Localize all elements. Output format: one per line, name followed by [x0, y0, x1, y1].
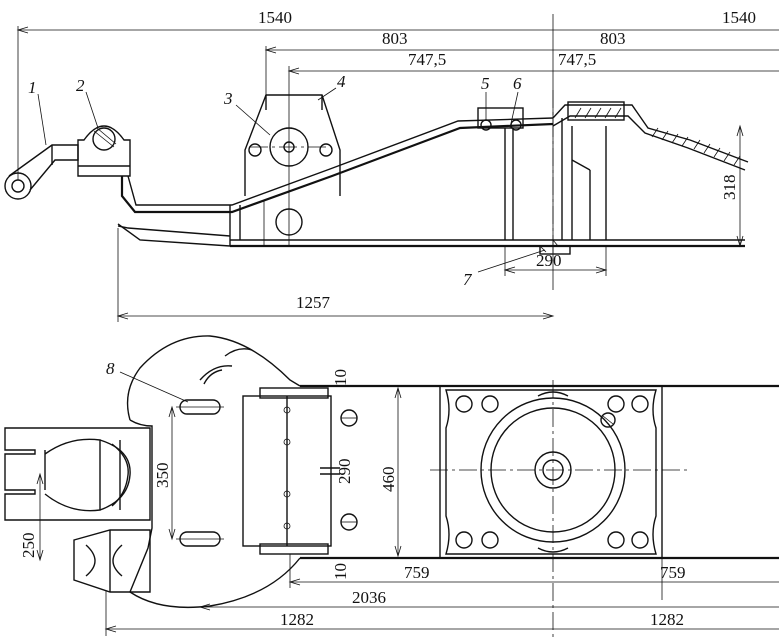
dim-10-bottom: 10 — [331, 563, 350, 580]
dim-290-bottom-line — [503, 246, 608, 276]
callout-6: 6 — [513, 74, 522, 93]
frame-member — [117, 117, 745, 248]
center-plate — [439, 385, 663, 559]
dim-1257: 1257 — [296, 293, 331, 312]
callout-7: 7 — [463, 270, 473, 289]
dim-2036: 2036 — [352, 588, 386, 607]
dim-1282-line — [104, 590, 779, 636]
leader-7 — [477, 249, 546, 273]
plan-view: 8 350 250 — [4, 335, 779, 640]
leader-6 — [509, 91, 519, 129]
dim-759-line — [288, 554, 779, 588]
callout-2: 2 — [76, 76, 85, 95]
dim-1540-left: 1540 — [258, 8, 292, 27]
dim-290-bottom: 290 — [536, 251, 562, 270]
hatching-pivot — [539, 107, 741, 253]
dim-318-line — [736, 124, 744, 248]
dim-747-left: 747,5 — [408, 50, 446, 69]
crossmember — [242, 387, 340, 555]
head-outline — [126, 335, 301, 609]
dim-759-left: 759 — [404, 563, 430, 582]
leader-1 — [37, 93, 47, 146]
slot-holes — [176, 399, 224, 547]
callout-1: 1 — [28, 78, 37, 97]
dim-290-mid: 290 — [335, 459, 354, 485]
callout-4: 4 — [337, 72, 346, 91]
dim-250-line — [36, 472, 44, 562]
clevis — [77, 125, 131, 177]
leader-2 — [85, 91, 99, 129]
dim-460: 460 — [379, 467, 398, 493]
leader-8 — [119, 371, 189, 403]
dim-1282-right: 1282 — [650, 610, 684, 629]
dim-10-top: 10 — [331, 369, 350, 386]
dim-350: 350 — [153, 463, 172, 489]
callout-3: 3 — [223, 89, 233, 108]
dim-1257-line — [116, 228, 555, 322]
spool — [73, 529, 151, 593]
dim-803-right: 803 — [600, 29, 626, 48]
dim-350-line — [168, 405, 176, 541]
ports — [340, 409, 358, 531]
coupler-link — [4, 144, 79, 200]
dim-803-line — [264, 46, 779, 95]
dim-2036-line — [198, 603, 779, 611]
dim-1282-left: 1282 — [280, 610, 314, 629]
dim-1540-right: 1540 — [722, 8, 756, 27]
leader-3 — [235, 104, 271, 136]
callout-8: 8 — [106, 359, 115, 378]
dim-250: 250 — [19, 533, 38, 559]
dim-759-right: 759 — [660, 563, 686, 582]
callout-5: 5 — [481, 74, 490, 93]
side-view: 1540 1540 803 803 747,5 747,5 — [4, 8, 779, 290]
center-pivot — [477, 101, 749, 255]
dim-747-right: 747,5 — [558, 50, 596, 69]
dim-803-left: 803 — [382, 29, 408, 48]
dim-460-line — [394, 386, 402, 558]
dim-318: 318 — [720, 175, 739, 201]
coupler-fork — [4, 427, 151, 521]
leader-4 — [317, 87, 337, 101]
dim-747-line — [287, 66, 779, 246]
